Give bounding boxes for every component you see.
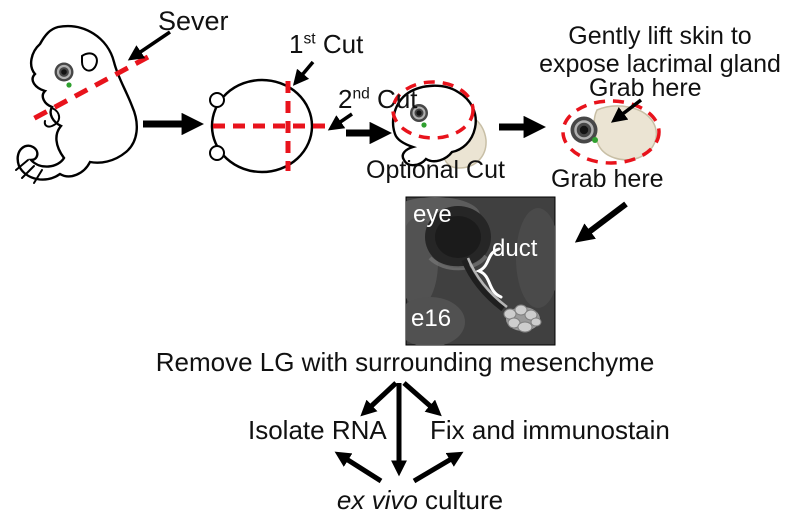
photo-stage-label: e16 <box>411 305 452 332</box>
duct-bracket <box>475 247 503 299</box>
head-side-drawing <box>391 84 487 169</box>
first-cut-word: Cut <box>315 29 364 59</box>
remove-lg-label: Remove LG with surrounding mesenchyme <box>155 347 655 377</box>
skin-flap <box>593 105 658 161</box>
lift-skin-line2: expose lacrimal gland <box>539 50 781 78</box>
ex-vivo-italic: ex vivo <box>336 485 418 515</box>
second-cut-label: 2nd Cut <box>338 84 418 114</box>
cut-lines <box>29 54 661 171</box>
photo-pointer-arrow <box>574 201 628 243</box>
first-cut-number: 1 <box>289 29 304 59</box>
ex-vivo-culture-label: ex vivo culture <box>305 485 535 515</box>
flow-arrows <box>127 30 643 484</box>
first-cut-label: 1st Cut <box>289 29 364 59</box>
second-cut-pointer-arrow <box>327 112 353 131</box>
photo-duct <box>466 257 508 308</box>
gland-marker-side-head <box>421 122 427 128</box>
embryo-ear <box>81 52 98 72</box>
embryo-forepaw <box>43 107 61 128</box>
closeup-cut-circle <box>561 99 661 165</box>
isolate-rna-label: Isolate RNA <box>248 415 387 445</box>
second-cut-number: 2 <box>338 84 353 114</box>
embryo-drawing <box>15 24 138 184</box>
first-cut-ordinal: st <box>303 30 316 48</box>
embryo-hindpaw <box>15 159 43 184</box>
sever-pointer-arrow <box>127 30 171 61</box>
gland-markers <box>66 82 598 143</box>
photo-eye-label: eye <box>413 201 452 228</box>
arrow-to-isolate-rna <box>360 381 398 417</box>
optional-cut-circle <box>391 80 475 140</box>
gland-marker-closeup <box>592 137 598 143</box>
side-head-eye <box>410 104 428 122</box>
microscopy-photo <box>405 196 556 346</box>
second-cut-ordinal: nd <box>352 85 370 103</box>
grab-here-bottom-label: Grab here <box>551 165 664 193</box>
closeup-eye <box>570 116 598 144</box>
gland-marker-embryo <box>66 82 72 88</box>
first-cut-pointer-arrow <box>292 60 315 86</box>
arrow-exvivo-to-fix <box>412 451 464 484</box>
photo-duct-label: duct <box>492 235 538 262</box>
photo-gland <box>503 304 542 333</box>
arrow-to-fix <box>402 381 442 417</box>
grab-here-top-label: Grab here <box>589 74 702 102</box>
culture-word: culture <box>417 485 504 515</box>
optional-cut-label: Optional Cut <box>366 156 505 184</box>
head-top-ear <box>209 92 225 108</box>
second-cut-word: Cut <box>369 84 418 114</box>
lift-skin-line1: Gently lift skin to <box>568 22 752 50</box>
embryo-eye <box>54 62 74 82</box>
fix-immunostain-label: Fix and immunostain <box>430 415 670 445</box>
head-top-ear <box>209 145 225 161</box>
lift-skin-label: Gently lift skin to expose lacrimal glan… <box>515 22 800 78</box>
sever-label: Sever <box>158 6 229 36</box>
eye-closeup-drawing <box>570 105 658 161</box>
arrow-exvivo-to-rna <box>334 451 383 484</box>
grab-here-pointer-arrow <box>610 98 643 123</box>
